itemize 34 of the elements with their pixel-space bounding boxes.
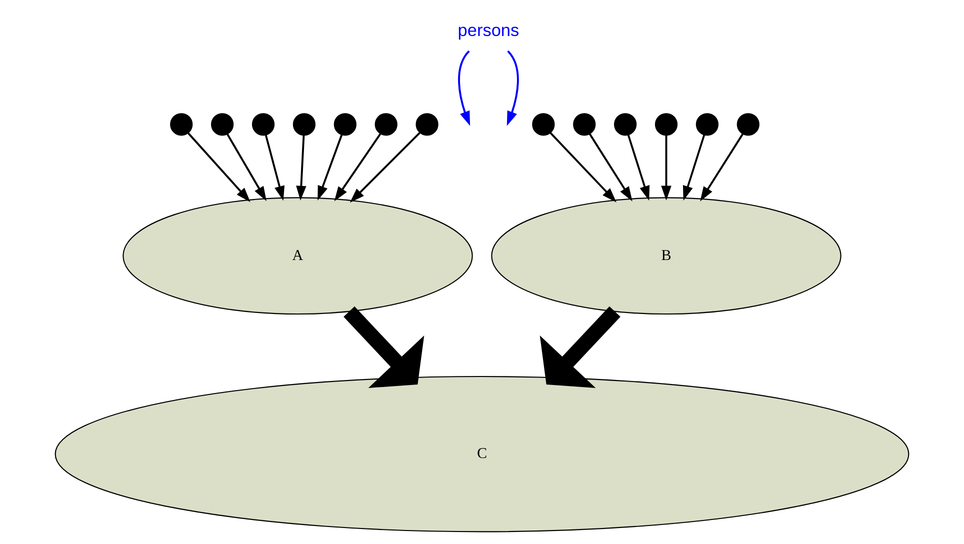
node-circle bbox=[334, 113, 356, 136]
node-circle bbox=[252, 113, 275, 136]
arrow bbox=[588, 133, 632, 202]
node-circle bbox=[654, 113, 678, 136]
arrow bbox=[264, 134, 285, 201]
arrow bbox=[540, 306, 620, 388]
arrow bbox=[318, 134, 343, 201]
arrow bbox=[344, 306, 424, 388]
node-circle bbox=[736, 113, 760, 136]
node-circle bbox=[532, 113, 555, 136]
node-text: persons bbox=[458, 20, 520, 40]
node-ellipse: A bbox=[122, 197, 473, 315]
node-circle bbox=[573, 113, 596, 136]
node-ellipse: B bbox=[491, 197, 842, 315]
arrow bbox=[226, 134, 266, 202]
node-ellipse: C bbox=[54, 376, 910, 532]
node-circle bbox=[374, 113, 398, 136]
node-circle bbox=[211, 113, 234, 136]
arrow bbox=[627, 134, 650, 201]
arrow bbox=[506, 50, 519, 126]
arrow bbox=[700, 133, 744, 202]
arrow bbox=[350, 132, 420, 203]
arrow bbox=[458, 50, 470, 126]
arrow bbox=[550, 132, 616, 202]
arrow bbox=[296, 135, 306, 200]
arrow bbox=[661, 135, 672, 200]
node-circle bbox=[416, 113, 438, 136]
arrow bbox=[188, 132, 250, 202]
node-circle bbox=[614, 113, 637, 136]
arrow bbox=[682, 134, 706, 201]
node-circle bbox=[696, 113, 718, 136]
node-circle bbox=[170, 113, 193, 136]
arrow bbox=[334, 133, 382, 202]
node-circle bbox=[292, 113, 316, 136]
